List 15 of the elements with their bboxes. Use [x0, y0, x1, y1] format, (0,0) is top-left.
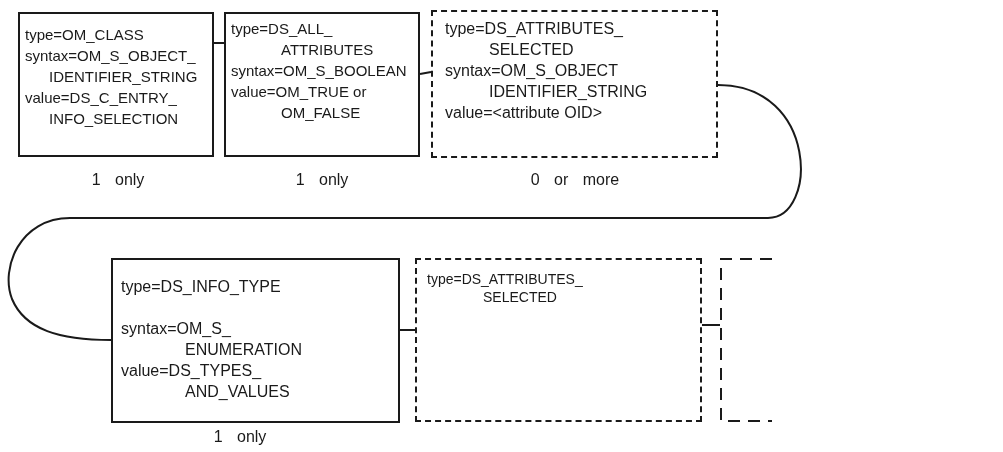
multiplicity-label: 1 only	[295, 170, 349, 190]
dashed-attribute-box	[415, 258, 702, 422]
multiplicity-label: 1 only	[91, 170, 145, 190]
attribute-box	[111, 258, 400, 423]
multiplicity-label: 0 or more	[530, 170, 620, 190]
open-dashed-box	[720, 258, 772, 422]
dashed-attribute-box	[431, 10, 718, 158]
attribute-box	[224, 12, 420, 157]
attribute-box	[18, 12, 214, 157]
connector-line	[701, 324, 721, 326]
multiplicity-label: 1 only	[213, 427, 267, 447]
connector-line	[213, 42, 225, 44]
connector-line	[399, 329, 416, 331]
connector-line	[419, 71, 432, 75]
connector-line	[7, 84, 802, 341]
